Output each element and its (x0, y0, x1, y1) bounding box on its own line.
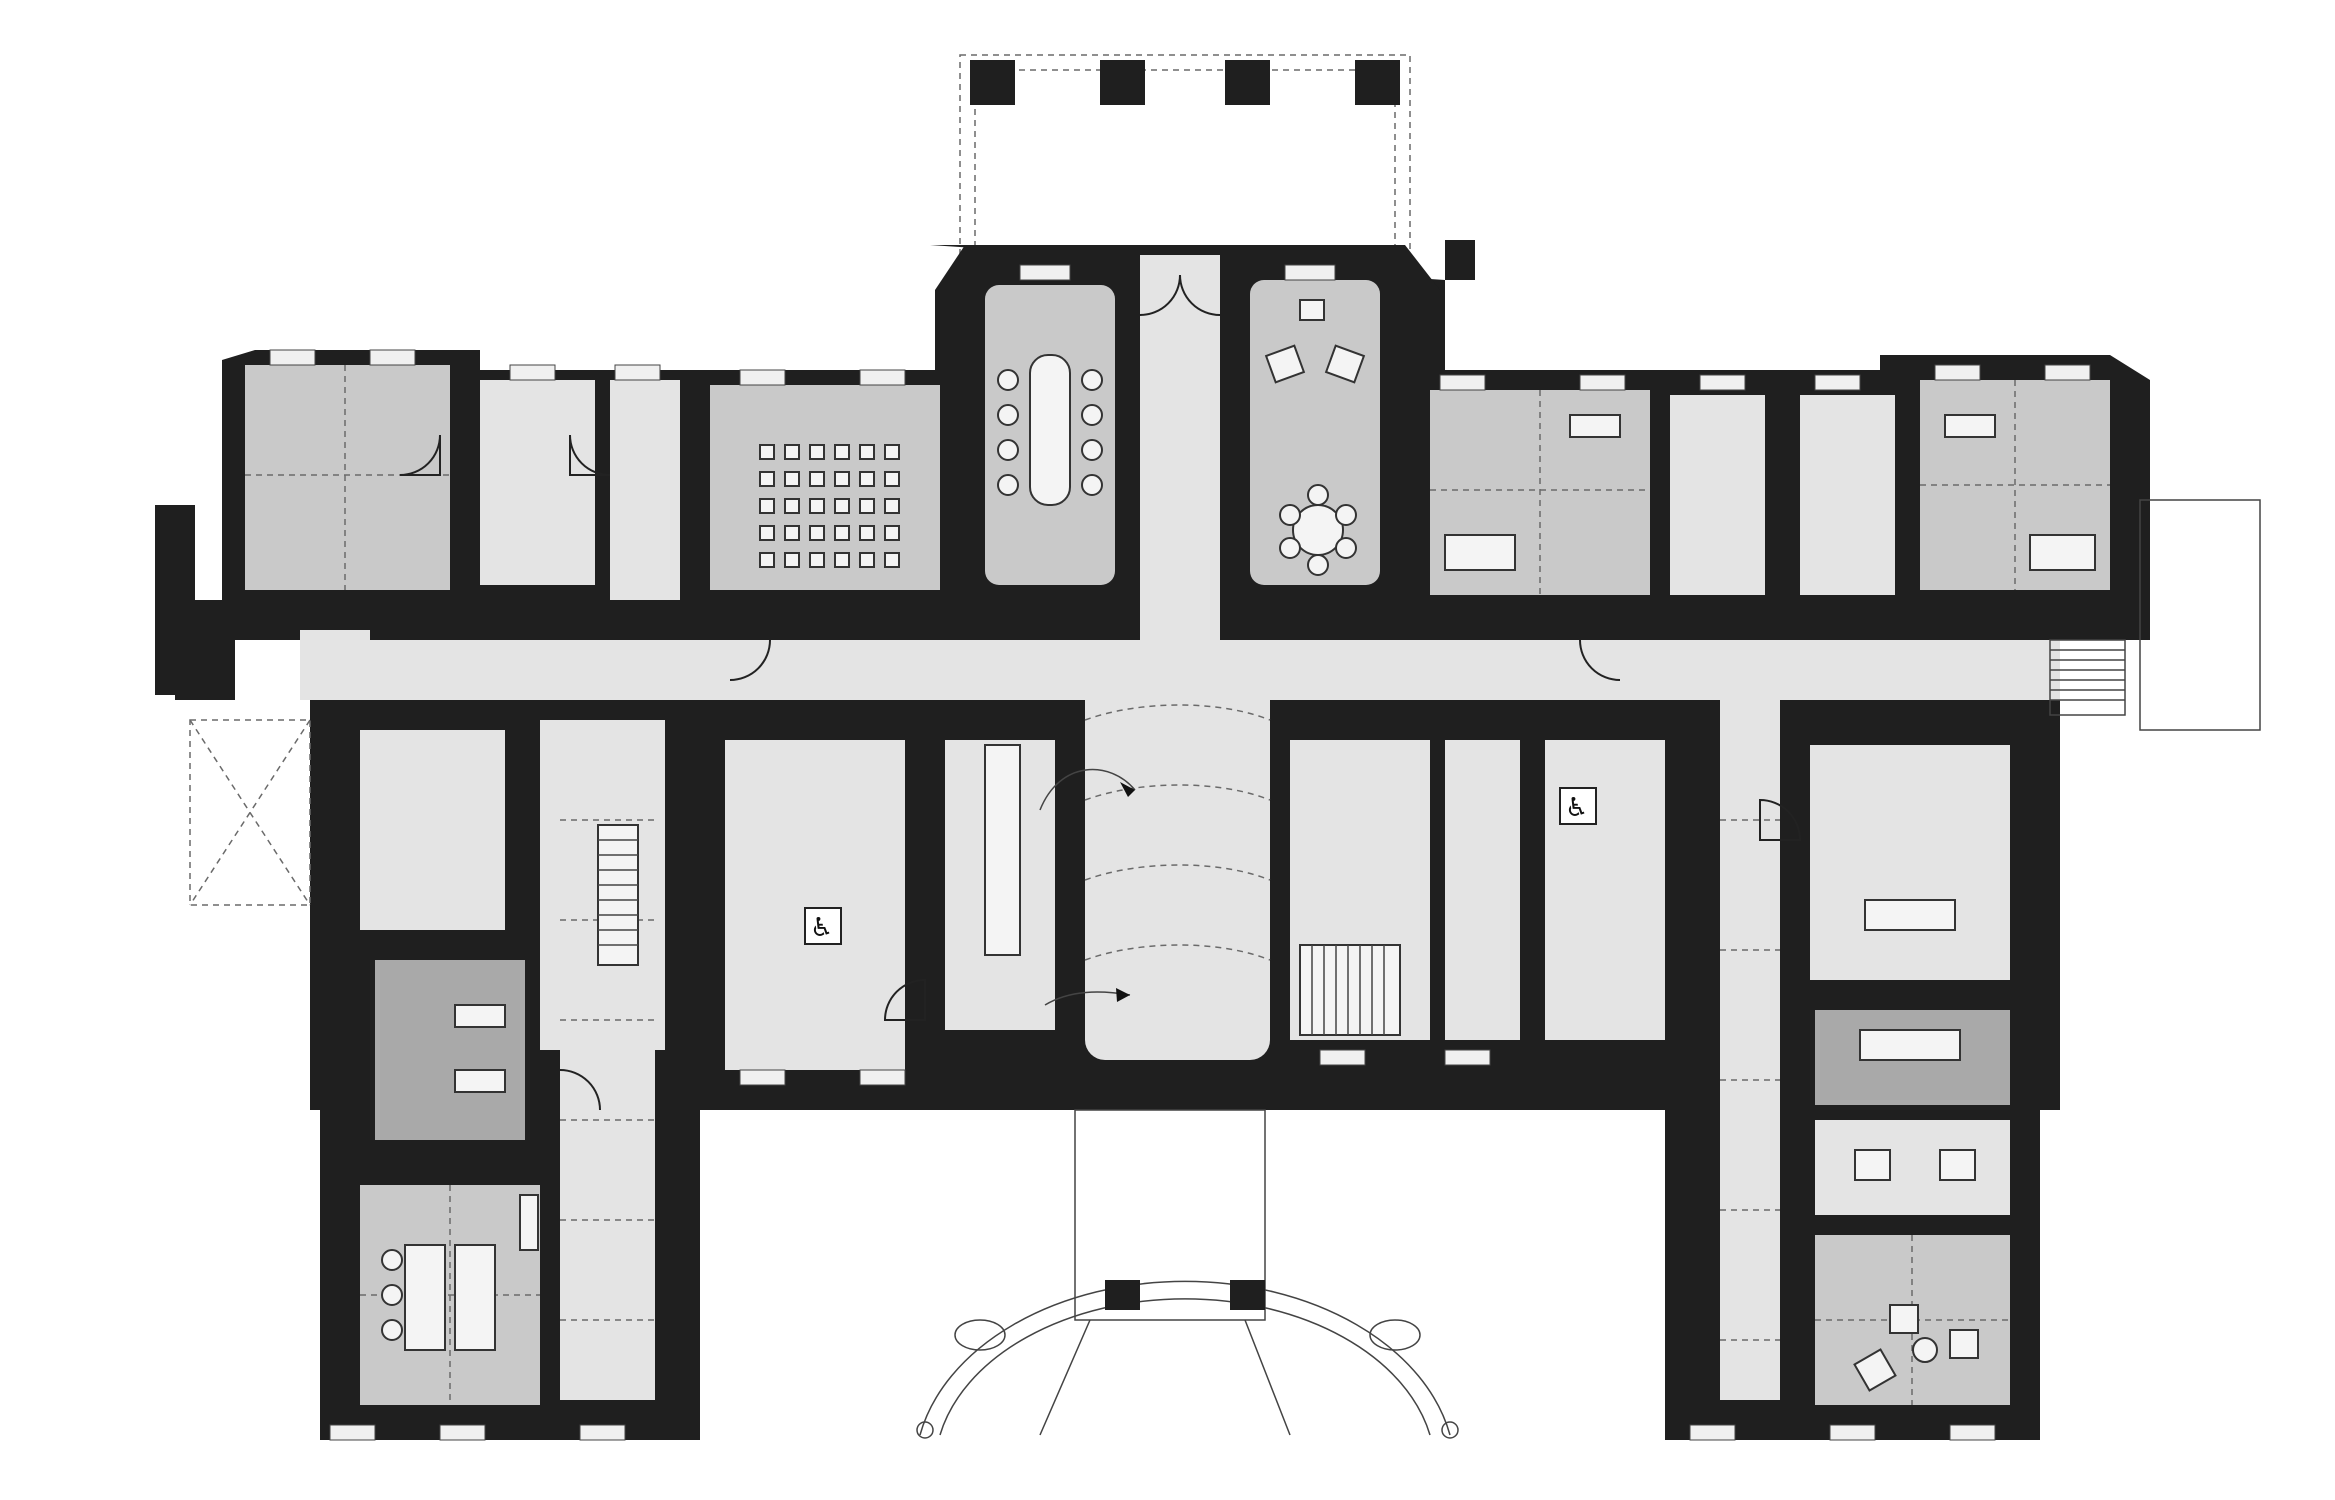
wheelchair-icon (1559, 787, 1597, 825)
middle-rooms (360, 720, 2010, 1070)
room-accessible-wc-east (1545, 740, 1665, 1040)
accessibility-symbols: ♿ ♿ (804, 787, 1597, 945)
meeting-table (1029, 354, 1071, 506)
display-table (1864, 899, 1956, 931)
long-bench (984, 744, 1021, 956)
wheelchair-icon-glyph: ♿ (810, 913, 833, 943)
circulation-arrows (1039, 768, 1136, 1006)
lower-rooms (360, 960, 2010, 1405)
bed (2029, 534, 2096, 571)
corridor (300, 255, 2060, 1400)
windows (269, 264, 2091, 1441)
east-corridor (1720, 670, 1780, 1400)
portico-column (1100, 60, 1145, 105)
doors (399, 274, 1802, 1111)
wheelchair-icon-glyph: ♿ (1565, 793, 1588, 823)
entrance-hall (1140, 255, 1220, 640)
north-portico (959, 54, 1411, 256)
room-stair-nw (610, 380, 680, 600)
furniture (381, 299, 2096, 1392)
corridor-end (300, 630, 370, 700)
room-lab-e (1815, 1120, 2010, 1215)
bed (1444, 534, 1516, 571)
wheelchair-icon (804, 907, 842, 945)
room-bath-2 (1800, 395, 1895, 595)
room-accessible-wc (725, 740, 905, 1070)
staircase-east (1299, 944, 1401, 1036)
portico-column (1355, 60, 1400, 105)
portico-column (970, 60, 1015, 105)
room-bath-1 (1670, 395, 1765, 595)
room-wc-block (360, 730, 505, 930)
seminar-seating (759, 444, 900, 568)
room-wc-nw (480, 380, 595, 585)
room-passage (1445, 740, 1520, 1040)
staircase-west (597, 824, 639, 966)
room-east-hall (1810, 745, 2010, 980)
external-steps (189, 499, 2261, 906)
room-office-w (375, 960, 525, 1140)
south-forecourt (916, 1109, 1459, 1439)
central-hall (1085, 640, 1270, 1060)
portico-column (1225, 60, 1270, 105)
room-corner-nw (245, 365, 450, 590)
